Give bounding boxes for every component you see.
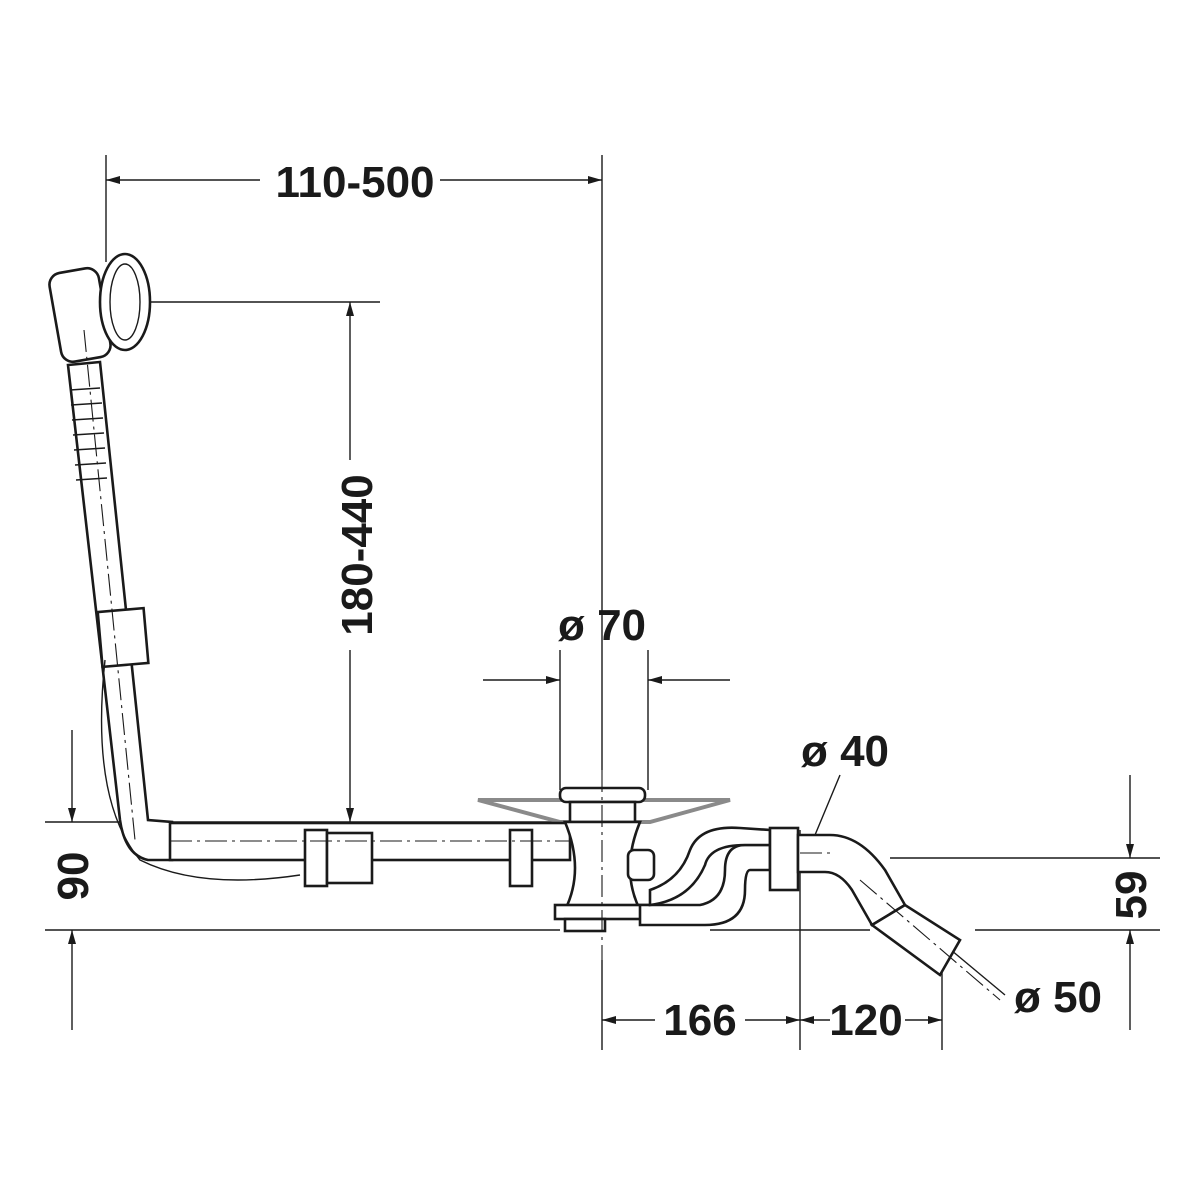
horizontal-pipe (168, 821, 580, 888)
label-120: 120 (829, 996, 902, 1045)
waste-valve (553, 770, 656, 960)
label-110-500: 110-500 (275, 158, 434, 207)
label-180-440: 180-440 (333, 474, 382, 635)
tub-surface (477, 798, 731, 824)
label-166: 166 (663, 996, 736, 1045)
outlet-elbow (796, 833, 1001, 1001)
label-59: 59 (1107, 871, 1156, 920)
trap (638, 826, 800, 927)
label-90: 90 (49, 852, 98, 901)
label-d40: ø 40 (801, 727, 889, 776)
dimension-labels: 110-500 180-440 ø 70 ø 40 90 59 166 120 … (49, 158, 1156, 1045)
dimension-lines (68, 176, 1134, 1030)
overflow-head (48, 252, 152, 364)
label-d70: ø 70 (558, 601, 646, 650)
overflow-pipe (66, 329, 301, 881)
corrugated-section (69, 387, 108, 481)
label-d50: ø 50 (1014, 973, 1102, 1022)
